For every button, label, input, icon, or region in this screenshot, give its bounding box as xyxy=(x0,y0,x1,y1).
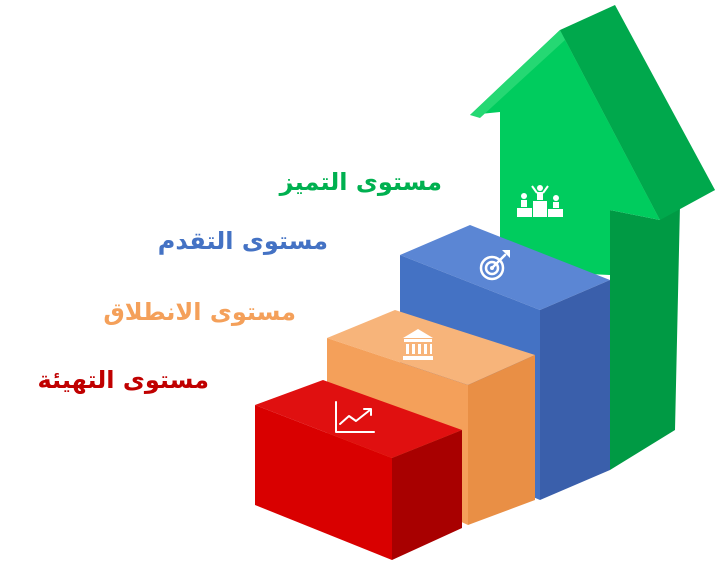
level-label-preparation: مستوى التهيئة xyxy=(37,366,209,394)
growth-chart-icon xyxy=(335,401,375,433)
podium-winners-icon xyxy=(517,185,563,217)
level-label-launch: مستوى الانطلاق xyxy=(103,298,296,326)
target-icon xyxy=(479,250,510,281)
level-label-progress: مستوى التقدم xyxy=(157,227,328,255)
bank-building-icon xyxy=(403,329,433,360)
level-label-excellence: مستوى التميز xyxy=(279,168,442,196)
